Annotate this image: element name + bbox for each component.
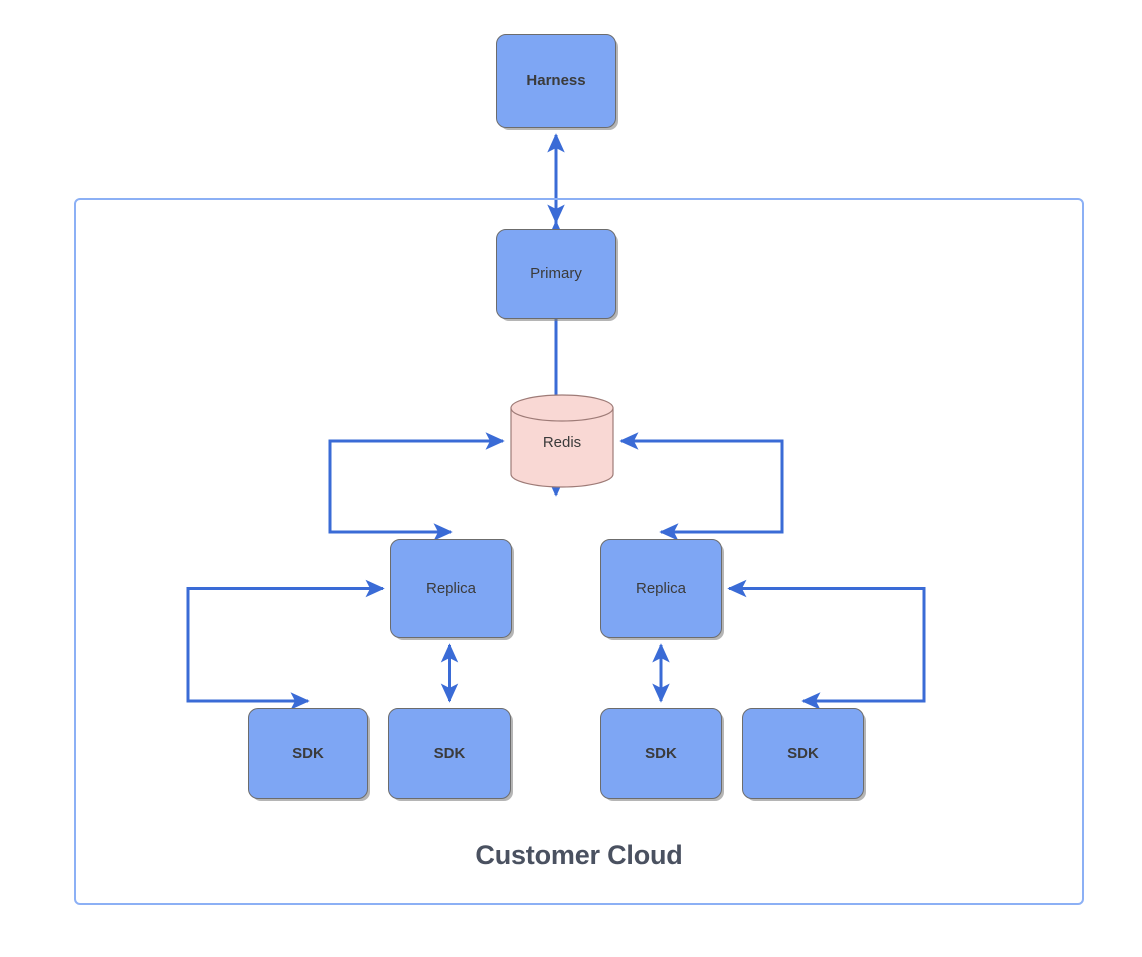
node-sdk-2[interactable]: SDK	[388, 708, 511, 799]
customer-cloud-container[interactable]	[74, 198, 1084, 905]
node-sdk-1[interactable]: SDK	[248, 708, 368, 799]
node-redis[interactable]: Redis	[510, 394, 614, 488]
node-replica-l[interactable]: Replica	[390, 539, 512, 638]
database-cylinder-icon	[510, 394, 614, 488]
node-label-harness: Harness	[526, 72, 586, 89]
node-label-replica-l: Replica	[425, 579, 477, 597]
node-label-replica-r: Replica	[635, 579, 687, 597]
node-label-sdk-1: SDK	[292, 744, 324, 762]
node-primary[interactable]: Primary	[496, 229, 616, 319]
node-replica-r[interactable]: Replica	[600, 539, 722, 638]
node-label-sdk-3: SDK	[645, 744, 677, 762]
node-harness[interactable]: Harness	[496, 34, 616, 128]
node-sdk-3[interactable]: SDK	[600, 708, 722, 799]
node-label-primary: Primary	[530, 265, 582, 282]
customer-cloud-title: Customer Cloud	[475, 840, 683, 870]
node-label-sdk-2: SDK	[433, 744, 466, 762]
node-label-sdk-4: SDK	[787, 744, 819, 762]
node-sdk-4[interactable]: SDK	[742, 708, 864, 799]
